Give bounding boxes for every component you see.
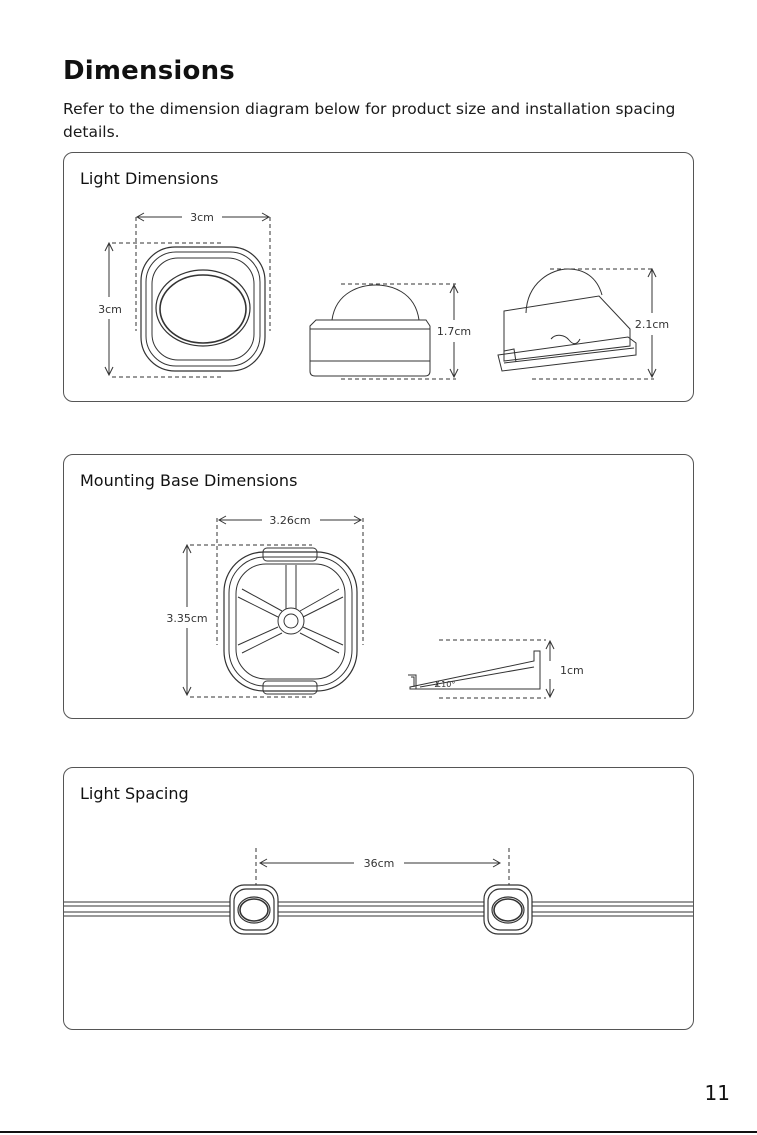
base-angle-label: ∠10°	[434, 680, 455, 689]
light-mounted-height-label: 2.1cm	[635, 318, 669, 331]
base-height-label: 3.35cm	[166, 612, 207, 625]
light-spacing-diagram: 36cm	[64, 768, 693, 1029]
light-side-height-label: 1.7cm	[437, 325, 471, 338]
mounting-base-panel: Mounting Base Dimensions	[63, 454, 694, 719]
light-unit-left	[230, 885, 278, 934]
light-dimensions-diagram: 3cm 3cm 1.7cm 2.1cm	[64, 153, 693, 401]
page-number: 11	[705, 1081, 730, 1105]
base-width-label: 3.26cm	[269, 514, 310, 527]
light-width-label: 3cm	[190, 211, 214, 224]
base-side-height-label: 1cm	[560, 664, 584, 677]
bottom-rule	[0, 1131, 757, 1133]
light-height-label: 3cm	[98, 303, 122, 316]
spacing-distance-label: 36cm	[364, 857, 395, 870]
light-dimensions-panel: Light Dimensions	[63, 152, 694, 402]
page-title: Dimensions	[63, 56, 235, 86]
intro-text: Refer to the dimension diagram below for…	[63, 98, 683, 144]
light-spacing-panel: Light Spacing 36cm	[63, 767, 694, 1030]
light-unit-right	[484, 885, 532, 934]
mounting-base-diagram: 3.26cm 3.35cm 1cm ∠10°	[64, 455, 693, 718]
